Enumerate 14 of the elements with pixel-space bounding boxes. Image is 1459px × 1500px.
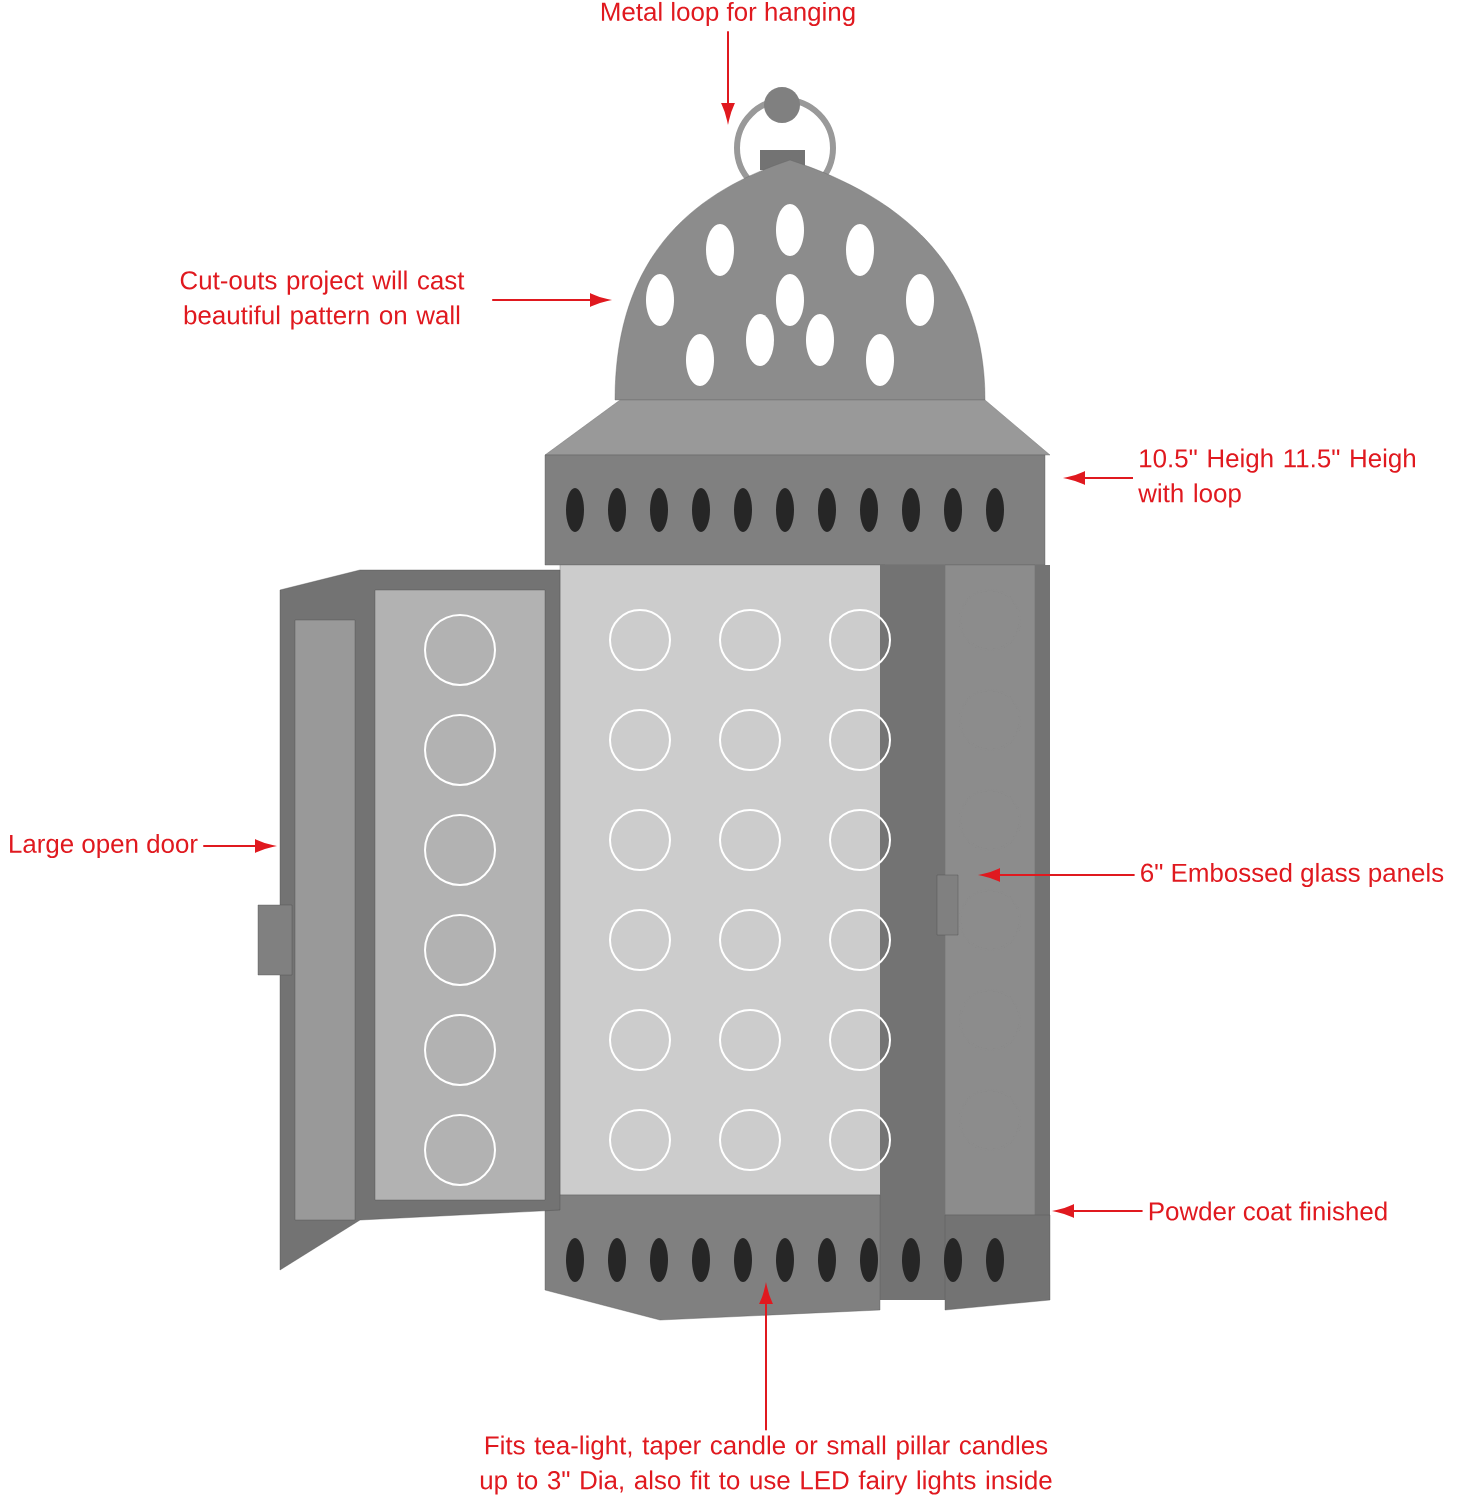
leader-arrow bbox=[491, 293, 609, 307]
leader-arrow bbox=[1055, 1204, 1144, 1218]
callout-text: Large open door bbox=[10, 833, 198, 859]
leader-arrow bbox=[759, 1285, 773, 1432]
callout-text: 6" Embossed glass panels bbox=[1141, 862, 1444, 888]
leader-arrow bbox=[1066, 471, 1134, 485]
leader-arrow bbox=[981, 868, 1136, 882]
leader-arrow bbox=[721, 30, 735, 122]
callout-text: Metal loop for hanging bbox=[601, 1, 855, 27]
callout-text: Cut-outs project will cast beautiful pattern on wall bbox=[180, 270, 465, 330]
leader-arrow bbox=[202, 839, 274, 853]
callout-text: 10.5" Heigh 11.5" Heigh with loop bbox=[1138, 448, 1415, 508]
callout-text: Powder coat finished bbox=[1149, 1201, 1387, 1221]
callout-text: Fits tea-light, taper candle or small pillar candles up to 3" Dia, also fit to use LED fairy lights inside bbox=[480, 1435, 1052, 1495]
